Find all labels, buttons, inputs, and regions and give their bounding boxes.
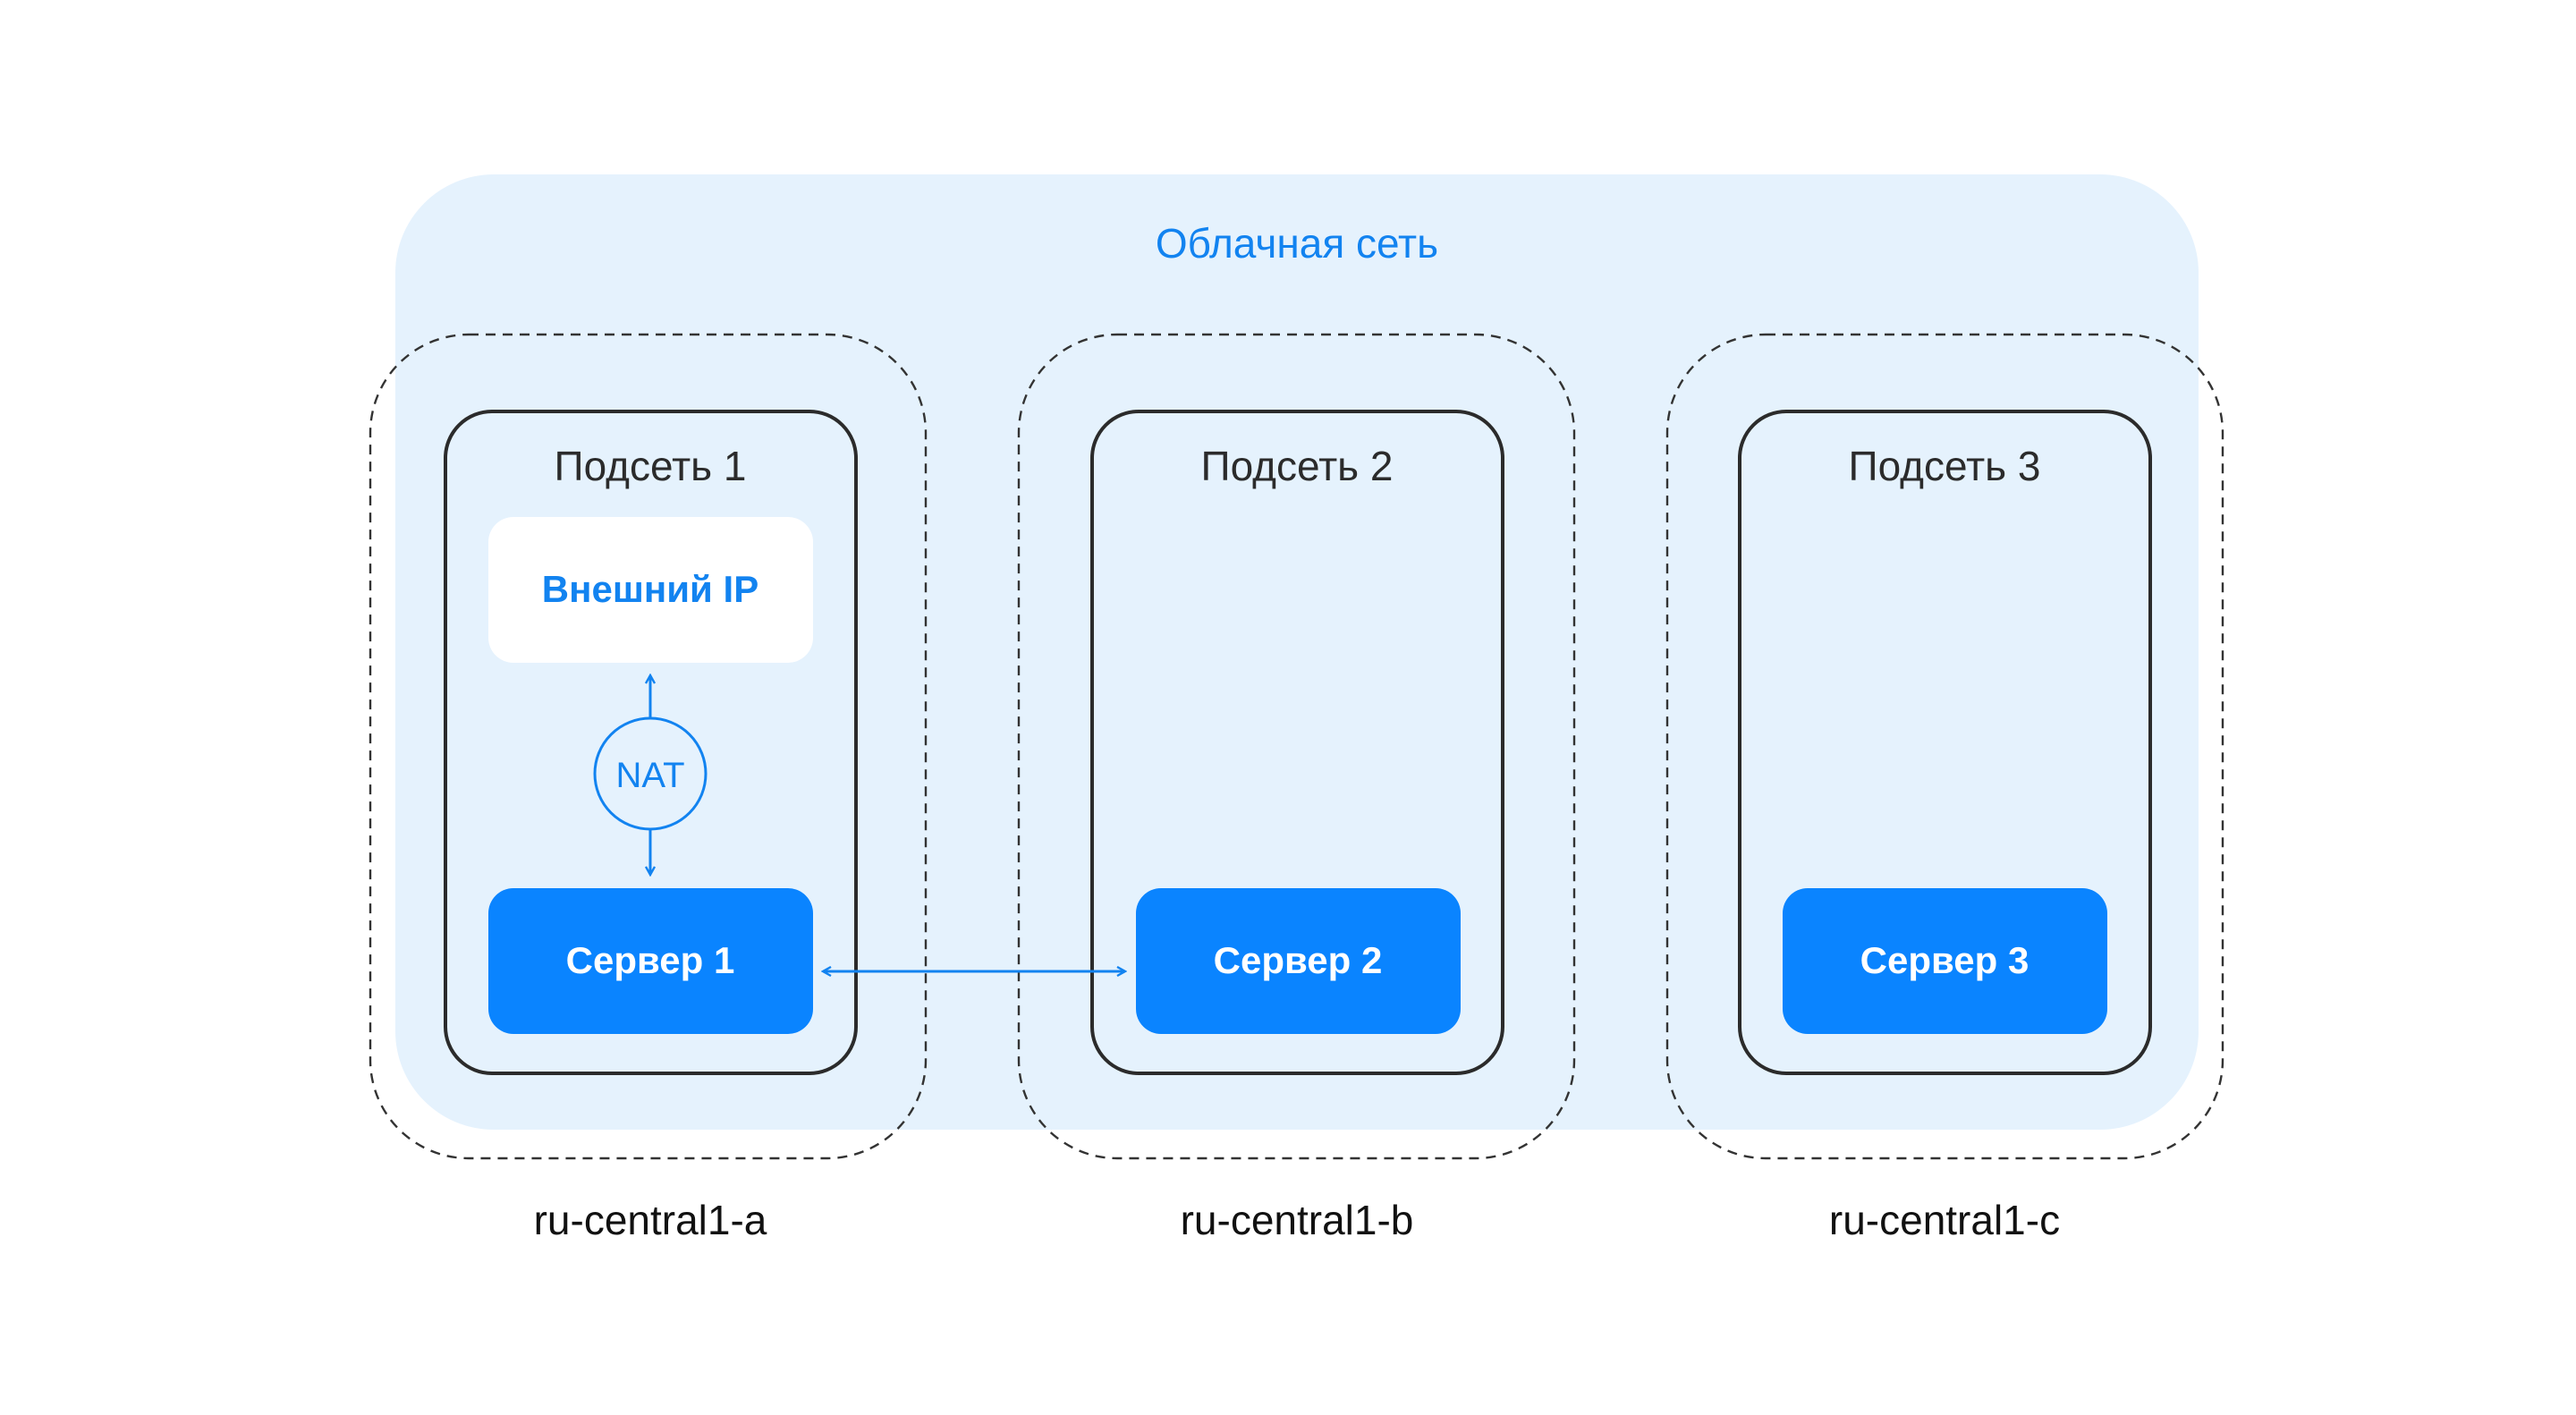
server-box-3 bbox=[1783, 888, 2107, 1034]
zone-boundary-c bbox=[1665, 333, 2224, 1160]
subnet-box-3 bbox=[1738, 410, 2152, 1075]
subnet-title-2: Подсеть 2 bbox=[1201, 443, 1394, 489]
zone-label-a: ru-central1-a bbox=[534, 1197, 767, 1243]
zone-label-c: ru-central1-c bbox=[1829, 1197, 2060, 1243]
external-ip-label: Внешний IP bbox=[542, 568, 758, 610]
zone-labels: ru-central1-a ru-central1-b ru-central1-… bbox=[534, 1197, 2060, 1243]
subnet-title-1: Подсеть 1 bbox=[555, 443, 747, 489]
cloud-network: Облачная сеть bbox=[395, 174, 2199, 1130]
servers: Сервер 1 Сервер 2 Сервер 3 bbox=[488, 888, 2107, 1034]
subnets: Подсеть 1 Подсеть 2 Подсеть 3 bbox=[444, 410, 2152, 1075]
subnet-title-3: Подсеть 3 bbox=[1849, 443, 2041, 489]
server-box-1 bbox=[488, 888, 813, 1034]
zone-boundary-b bbox=[1017, 333, 1576, 1160]
subnet-box-2 bbox=[1090, 410, 1504, 1075]
zone-boundary-a bbox=[369, 333, 928, 1160]
server-box-2 bbox=[1136, 888, 1461, 1034]
cloud-network-title: Облачная сеть bbox=[1156, 220, 1438, 267]
server-label-1: Сервер 1 bbox=[566, 939, 735, 981]
availability-zones bbox=[369, 333, 2224, 1160]
cloud-network-area bbox=[395, 174, 2199, 1130]
external-ip-node: Внешний IP bbox=[488, 517, 813, 663]
subnet-box-1 bbox=[444, 410, 858, 1075]
server-label-2: Сервер 2 bbox=[1214, 939, 1383, 981]
external-ip-box bbox=[488, 517, 813, 663]
server-label-3: Сервер 3 bbox=[1860, 939, 2029, 981]
zone-label-b: ru-central1-b bbox=[1181, 1197, 1414, 1243]
nat-node: NAT bbox=[593, 675, 708, 875]
nat-label: NAT bbox=[615, 756, 684, 795]
